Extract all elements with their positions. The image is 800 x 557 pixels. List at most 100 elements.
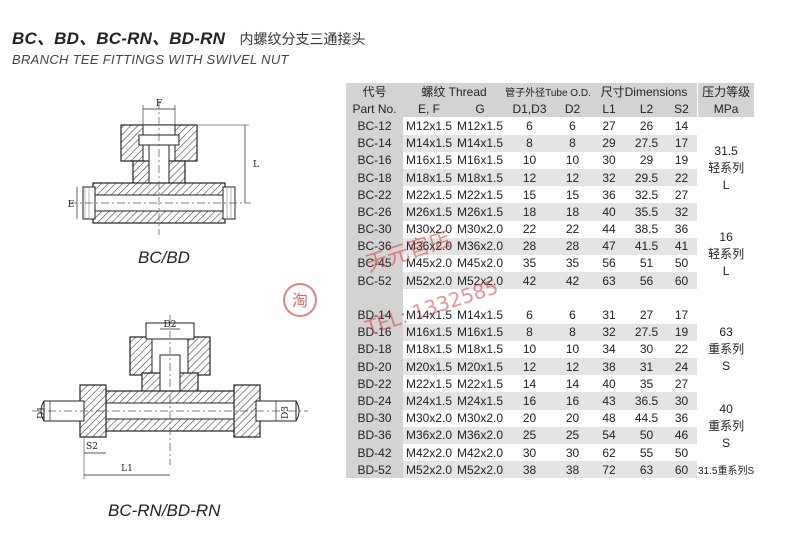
- col-s2: S2: [674, 101, 689, 116]
- pressure-group-line: 重系列: [708, 419, 745, 434]
- table-cell: 14: [505, 375, 554, 393]
- table-cell: BC-26: [346, 203, 403, 221]
- table-cell: 25: [505, 426, 554, 444]
- table-cell: M42x2.0: [455, 443, 505, 462]
- table-cell: BD-42: [346, 443, 403, 462]
- table-header-row-1: 代号 螺纹 Thread 管子外径Tube O.D. 尺寸Dimensions …: [346, 83, 755, 101]
- table-cell: BD-20: [346, 358, 403, 376]
- table-cell: 44: [591, 220, 627, 238]
- table-cell: 56: [591, 254, 627, 273]
- col-ef: E, F: [417, 101, 440, 116]
- table-cell: 47: [591, 237, 627, 255]
- table-cell: 55: [627, 443, 666, 462]
- col-thread: 螺纹 Thread: [421, 85, 487, 100]
- table-cell: 17: [666, 306, 697, 324]
- table-cell: 26: [627, 117, 666, 135]
- table-cell: BD-36: [346, 426, 403, 444]
- table-cell: 6: [554, 117, 591, 135]
- table-cell: BD-14: [346, 306, 403, 324]
- title-chinese: 内螺纹分支三通接头: [239, 31, 366, 47]
- watermark-seal: 淘: [292, 291, 308, 310]
- table-cell: 28: [505, 237, 554, 255]
- col-part-no: Part No.: [352, 101, 397, 116]
- dim-label-d1: D1: [37, 406, 47, 419]
- pressure-group-line: 63: [719, 324, 733, 339]
- table-cell: 12: [505, 168, 554, 187]
- table-cell: M14x1.5: [455, 134, 505, 152]
- table-cell: 36: [666, 409, 697, 427]
- table-cell: 36.5: [627, 392, 666, 410]
- table-cell: 12: [505, 358, 554, 376]
- table-cell: 27: [666, 375, 697, 393]
- table-cell: M18x1.5: [455, 340, 505, 358]
- table-cell: BC-36: [346, 237, 403, 255]
- pressure-group: 31.5重系列S: [698, 461, 755, 479]
- table-cell: BC-22: [346, 186, 403, 204]
- table-cell: M30x2.0: [403, 220, 455, 238]
- table-cell: 63: [627, 461, 666, 479]
- table-cell: 12: [554, 358, 591, 376]
- table-cell: 14: [554, 375, 591, 393]
- table-cell: 10: [554, 151, 591, 169]
- table-cell: M12x1.5: [455, 117, 505, 135]
- table-cell: M12x1.5: [403, 117, 455, 135]
- col-mpa: MPa: [713, 101, 739, 116]
- table-cell: 36: [666, 220, 697, 238]
- table-cell: 28: [554, 237, 591, 255]
- table-cell: 31: [591, 306, 627, 324]
- table-cell: 38.5: [627, 220, 666, 238]
- table-cell: 30: [666, 392, 697, 410]
- table-cell: 38: [554, 461, 591, 479]
- table-cell: 27.5: [627, 323, 666, 341]
- table-cell: 18: [505, 203, 554, 221]
- table-cell: 42: [554, 272, 591, 290]
- table-cell: M20x1.5: [455, 358, 505, 376]
- bc-bd-drawing: F E L: [68, 99, 259, 235]
- table-cell: 40: [591, 203, 627, 221]
- table-cell: M14x1.5: [403, 134, 455, 152]
- table-cell: 27: [627, 306, 666, 324]
- pressure-group-line: 40: [719, 402, 733, 417]
- table-cell: M18x1.5: [403, 340, 455, 358]
- table-cell: M45x2.0: [455, 254, 505, 273]
- table-cell: 16: [554, 392, 591, 410]
- table-cell: M14x1.5: [403, 306, 455, 324]
- table-cell: 32.5: [627, 186, 666, 204]
- table-cell: M30x2.0: [455, 409, 505, 427]
- model-codes: BC、BD、BC-RN、BD-RN: [12, 29, 226, 48]
- table-cell: 50: [666, 254, 697, 273]
- table-cell: 30: [505, 443, 554, 462]
- table-cell: M16x1.5: [403, 323, 455, 341]
- table-cell: BD-30: [346, 409, 403, 427]
- table-cell: 19: [666, 151, 697, 169]
- table-cell: 63: [591, 272, 627, 290]
- dim-label-l1: L1: [121, 464, 133, 474]
- table-cell: 27: [591, 117, 627, 135]
- table-cell: BD-22: [346, 375, 403, 393]
- table-cell: M16x1.5: [403, 151, 455, 169]
- table-cell: 32: [591, 323, 627, 341]
- table-cell: 50: [666, 443, 697, 462]
- table-cell: BC-14: [346, 134, 403, 152]
- table-cell: 6: [505, 306, 554, 324]
- table-cell: 62: [591, 443, 627, 462]
- table-cell: M22x1.5: [455, 186, 505, 204]
- table-cell: M36x2.0: [403, 237, 455, 255]
- table-cell: 35: [627, 375, 666, 393]
- dim-label-s2: S2: [86, 442, 98, 452]
- table-cell: 24: [666, 358, 697, 376]
- table-cell: M30x2.0: [455, 220, 505, 238]
- table-cell: M24x1.5: [455, 392, 505, 410]
